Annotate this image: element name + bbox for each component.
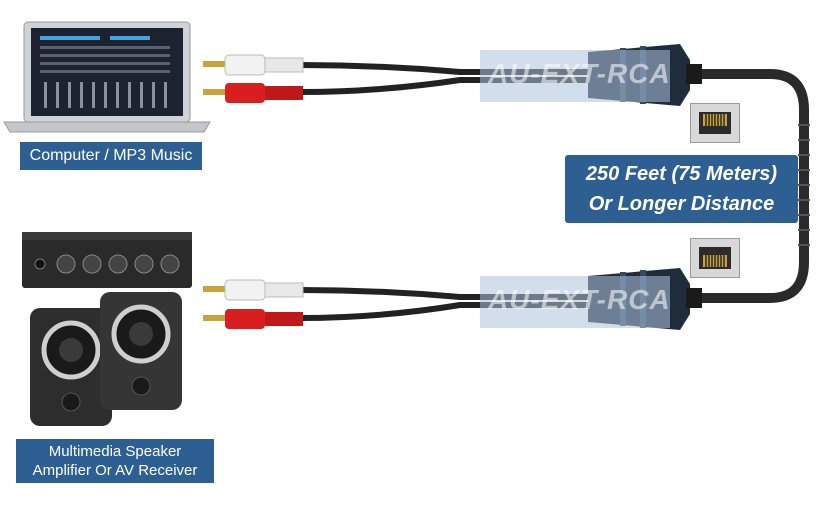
top-rca-cable-red	[299, 77, 600, 95]
rca-plug-icon	[203, 309, 303, 329]
speaker-label-line2: Amplifier Or AV Receiver	[32, 462, 198, 479]
speaker-label-line1: Multimedia Speaker	[48, 443, 182, 460]
rj45-port-icon	[690, 103, 740, 143]
laptop-icon	[3, 21, 211, 133]
distance-label-line1: 250 Feet (75 Meters)	[585, 163, 778, 185]
top-rca-cable-white	[299, 62, 600, 75]
speakers-icon	[30, 292, 182, 426]
bottom-rca-cable-red	[299, 302, 600, 321]
computer-label: Computer / MP3 Music	[20, 142, 202, 170]
watermark-bottom: AU-EXT-RCA	[488, 284, 671, 315]
rca-plug-icon	[203, 54, 304, 76]
amplifier-icon	[22, 232, 192, 288]
watermark-top: AU-EXT-RCA	[488, 58, 671, 89]
speaker-label: Multimedia Speaker Amplifier Or AV Recei…	[16, 439, 214, 483]
cable-texture	[798, 124, 810, 246]
rca-plug-icon	[203, 83, 303, 103]
rj45-port-icon	[690, 238, 740, 278]
distance-label-line2: Or Longer Distance	[588, 193, 775, 215]
rca-plug-icon	[203, 279, 304, 301]
watermark-band-bottom	[480, 276, 670, 328]
bottom-rca-cable-white	[299, 287, 600, 300]
watermark-band-top	[480, 50, 670, 102]
distance-label: 250 Feet (75 Meters) Or Longer Distance	[565, 155, 798, 223]
